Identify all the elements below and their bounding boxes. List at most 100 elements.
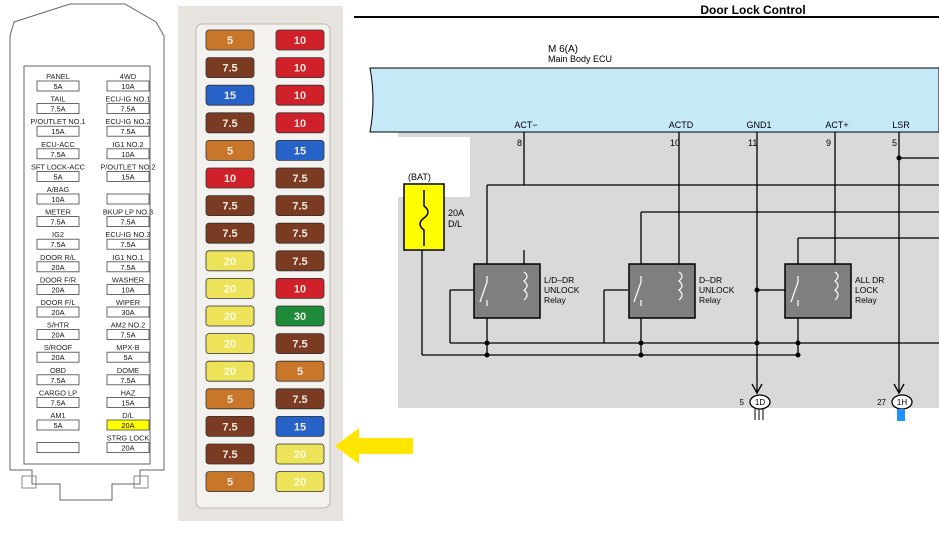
fuse-blade	[275, 360, 325, 382]
fuse-blade-value: 7.5	[222, 421, 237, 433]
fuse-name-label: TAIL	[50, 95, 65, 104]
fuse-blade-value: 20	[224, 311, 236, 323]
connector-1h: 1H 27	[877, 383, 913, 421]
fuse-blade	[205, 250, 255, 272]
fuse-name-label: CARGO LP	[39, 388, 77, 397]
fuse-slot	[36, 419, 80, 431]
relay-coil-icon	[833, 271, 839, 301]
fuse-name-label: P/OUTLET NO.2	[100, 162, 155, 171]
fuse-box-drawing: 57.5157.55107.57.5202020202057.57.551010…	[178, 6, 343, 521]
fuse-slot	[106, 80, 150, 92]
fuse-amp-label: 10A	[121, 82, 134, 91]
fuse-blade-value: 7.5	[222, 63, 237, 75]
pin-name-lsr: LSR	[892, 120, 910, 130]
fuse-name-label: AM1	[50, 411, 65, 420]
fuse-amp-label: 20A	[51, 285, 64, 294]
fuse-slot	[106, 238, 150, 250]
relay-switch-icon	[633, 276, 642, 306]
fuse-blade-value: 7.5	[292, 256, 307, 268]
fuse-amp-label: 20A	[51, 263, 64, 272]
fuse-name-label: P/OUTLET NO.1	[30, 117, 85, 126]
fuse-name-label: ECU-IG NO.2	[105, 117, 150, 126]
fuse-blade	[205, 333, 255, 355]
fuse-slot	[106, 374, 150, 386]
fuse-amp-label: 10A	[51, 195, 64, 204]
fuse-amp-label: 20A	[121, 421, 134, 430]
fuse-name-label: WIPER	[116, 298, 140, 307]
fuse-blade	[275, 139, 325, 161]
fuse-slot	[36, 216, 80, 228]
fuse-slot	[106, 419, 150, 431]
fuse-blade-value: 20	[294, 449, 306, 461]
fuse-blade	[205, 84, 255, 106]
relay-label-2: UNLOCK	[544, 285, 580, 295]
connector-1d-pin: 5	[740, 398, 745, 407]
fuse-amp-label: 7.5A	[120, 240, 135, 249]
fuse-name-label: S/ROOF	[44, 343, 73, 352]
pin-num-5: 5	[892, 138, 897, 148]
fuse-slot	[36, 374, 80, 386]
pin-num-8: 8	[517, 138, 522, 148]
fuse-slot	[106, 329, 150, 341]
fuse-slot	[106, 396, 150, 408]
fuse-amp-label: 20A	[51, 331, 64, 340]
blue-wire-marker	[897, 409, 905, 421]
relay-label-1: D–DR	[699, 275, 722, 285]
fuse-blade-value: 7.5	[222, 449, 237, 461]
fuse-slot	[36, 351, 80, 363]
pin-name-gnd1: GND1	[746, 120, 771, 130]
fuse-blade-value: 7.5	[292, 339, 307, 351]
fuse-name-label: ECU-ACC	[41, 140, 75, 149]
fuse-slot	[106, 442, 150, 454]
pin-name-act-plus: ACT+	[825, 120, 848, 130]
fuse-slot	[36, 329, 80, 341]
fuse-amp-label: 7.5A	[120, 218, 135, 227]
fuse-slot	[36, 125, 80, 137]
fuse-blade	[205, 360, 255, 382]
junction-dots	[484, 155, 902, 358]
relay-label-3: Relay	[855, 295, 877, 305]
fuse-blade	[205, 112, 255, 134]
fuse-blade	[205, 195, 255, 217]
fuse-slot	[36, 103, 80, 114]
fuse-blade	[275, 471, 325, 493]
fuse-name-label: S/HTR	[47, 321, 69, 330]
fuse-blade-value: 7.5	[222, 228, 237, 240]
fuse-blade	[205, 277, 255, 299]
fuse-blade-value: 7.5	[222, 118, 237, 130]
fuse-slot	[106, 351, 150, 363]
relay-label-3: Relay	[544, 295, 566, 305]
fuse-slot	[106, 103, 150, 114]
fuse-name-label: DOOR F/R	[40, 275, 76, 284]
fuse-name-label: DOOR F/L	[41, 298, 76, 307]
relay-label-1: L/D–DR	[544, 275, 574, 285]
fuse-amp-label: 7.5A	[120, 127, 135, 136]
fuse-blade-value: 10	[294, 90, 306, 102]
fuse-blade	[205, 471, 255, 493]
pin-num-9: 9	[826, 138, 831, 148]
fuse-blade-value: 7.5	[292, 173, 307, 185]
fuse-blade-value: 7.5	[292, 394, 307, 406]
fuse-name: D/L	[448, 219, 462, 229]
fuse-blade-value: 15	[224, 90, 236, 102]
fuse-blade-value: 7.5	[222, 201, 237, 213]
pin-num-10: 10	[670, 138, 680, 148]
fuse-name-label: IG2	[52, 230, 64, 239]
fuse-amp-label: 7.5A	[120, 263, 135, 272]
fuse-blade-value: 20	[294, 477, 306, 489]
fuse-name-label: WASHER	[112, 275, 144, 284]
pin-num-11: 11	[748, 138, 757, 148]
fuse-blade	[275, 305, 325, 327]
fuse-name-label: SFT LOCK-ACC	[31, 162, 86, 171]
fuse-slot	[36, 442, 80, 454]
fuse-slot	[36, 238, 80, 250]
fuse-slot	[36, 193, 80, 205]
relay-label-3: Relay	[699, 295, 721, 305]
fuse-slot	[106, 170, 150, 182]
fuse-blade	[205, 305, 255, 327]
relay-d-dr-unlock: D–DR UNLOCK Relay	[628, 263, 735, 319]
fuse-amp-label: 15A	[121, 172, 134, 181]
relay-coil-icon	[677, 271, 683, 301]
fuse-name-label: DOME	[117, 366, 139, 375]
